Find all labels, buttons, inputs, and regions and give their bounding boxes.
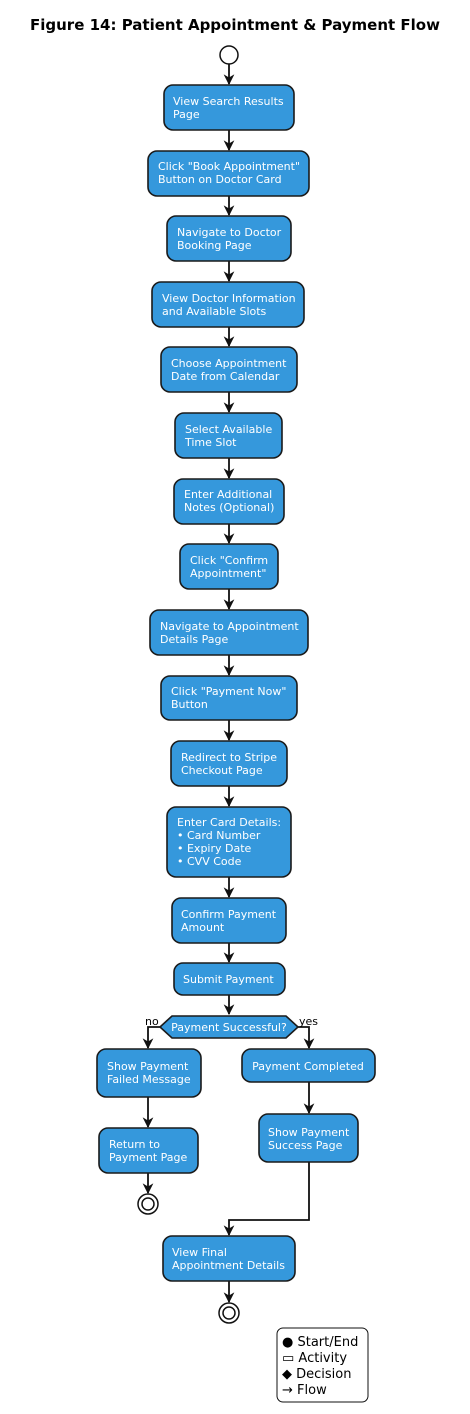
svg-text:Click "Payment Now"Button: Click "Payment Now"Button — [171, 685, 286, 711]
edge-decision-yes — [298, 1026, 315, 1050]
svg-text:Click "Book Appointment"Button: Click "Book Appointment"Button on Doctor… — [158, 160, 300, 186]
svg-text:Enter Card Details:• Card Numb: Enter Card Details:• Card Number• Expiry… — [177, 816, 281, 868]
end-node-final — [218, 1302, 240, 1324]
decision-payment-successful: Payment Successful? — [158, 1015, 300, 1039]
branch-label-yes: yes — [299, 1015, 318, 1028]
node-submit-payment: Submit Payment — [173, 962, 286, 996]
svg-text:Payment Completed: Payment Completed — [252, 1060, 364, 1073]
start-node — [219, 45, 239, 65]
node-click-payment-now: Click "Payment Now"Button — [160, 675, 298, 721]
branch-label-no: no — [145, 1015, 159, 1028]
node-enter-card-details: Enter Card Details:• Card Number• Expiry… — [166, 806, 292, 878]
legend-flow: → Flow — [282, 1383, 327, 1398]
legend: ● Start/End ▭ Activity ◆ Decision → Flow — [276, 1327, 369, 1403]
diagram-title: Figure 14: Patient Appointment & Payment… — [30, 16, 440, 34]
node-click-book-appointment: Click "Book Appointment"Button on Doctor… — [147, 150, 310, 197]
end-node-fail — [137, 1193, 159, 1215]
svg-text:Submit Payment: Submit Payment — [183, 973, 274, 986]
edges — [142, 64, 315, 1304]
edge-decision-no — [142, 1026, 160, 1050]
legend-start-end: ● Start/End — [282, 1335, 358, 1350]
legend-decision: ◆ Decision — [282, 1367, 351, 1382]
svg-text:Payment Successful?: Payment Successful? — [171, 1021, 287, 1034]
edge-ok2-final — [223, 1162, 310, 1237]
node-payment-completed: Payment Completed — [241, 1048, 376, 1083]
legend-activity: ▭ Activity — [282, 1351, 347, 1366]
